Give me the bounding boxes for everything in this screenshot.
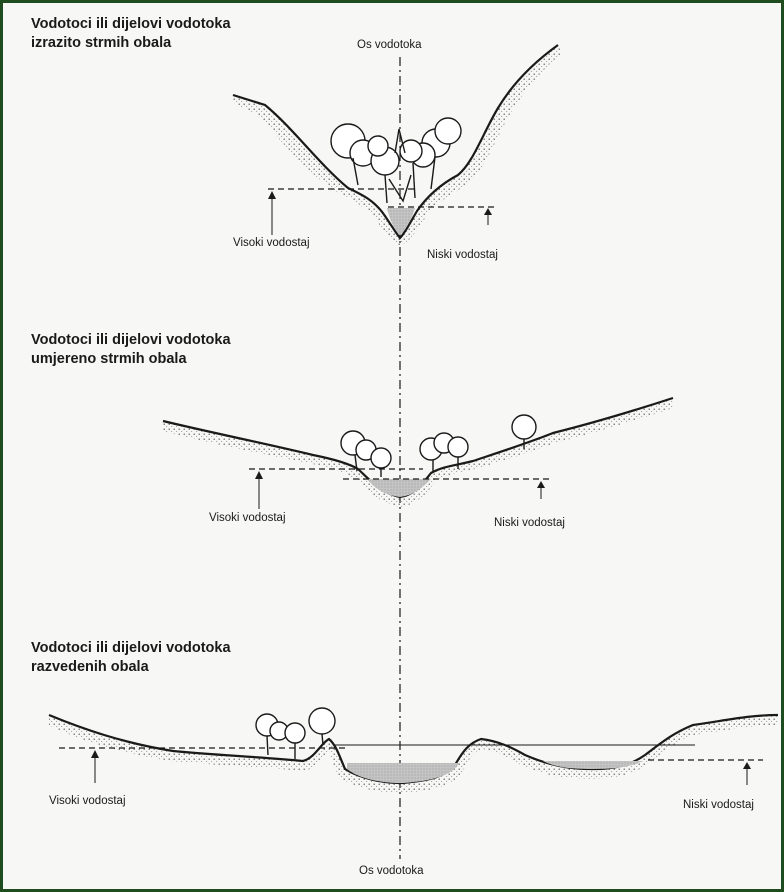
section-2-title: Vodotoci ili dijelovi vodotoka umjereno … — [31, 331, 231, 369]
axis-label-top: Os vodotoka — [357, 39, 422, 51]
section-2-high-water-arrow — [255, 471, 263, 479]
section-2-title-line1: Vodotoci ili dijelovi vodotoka — [31, 331, 231, 350]
section-3-title-line2: razvedenih obala — [31, 658, 231, 677]
section-3-profile — [49, 708, 778, 793]
section-3-high-water-arrow — [91, 750, 99, 758]
section-1-low-water-label: Niski vodostaj — [427, 249, 498, 261]
section-2-vegetation — [341, 415, 536, 477]
section-3-low-water-arrow — [743, 762, 751, 769]
section-2-title-line2: umjereno strmih obala — [31, 350, 231, 369]
section-2-low-water-arrow — [537, 481, 545, 488]
axis-label-bottom: Os vodotoka — [359, 865, 424, 877]
section-3-low-water-label: Niski vodostaj — [683, 799, 754, 811]
section-1-high-water-label: Visoki vodostaj — [233, 237, 310, 249]
section-2-high-water-label: Visoki vodostaj — [209, 512, 286, 524]
section-1-profile — [233, 45, 562, 246]
section-1-high-water-arrow — [268, 191, 276, 199]
section-3-title: Vodotoci ili dijelovi vodotoka razvedeni… — [31, 639, 231, 677]
section-1-title-line1: Vodotoci ili dijelovi vodotoka — [31, 15, 231, 34]
section-3-title-line1: Vodotoci ili dijelovi vodotoka — [31, 639, 231, 658]
section-1-title-line2: izrazito strmih obala — [31, 34, 231, 53]
section-2-profile — [163, 398, 673, 509]
section-2-low-water-label: Niski vodostaj — [494, 517, 565, 529]
river-cross-sections-drawing — [3, 3, 781, 889]
section-2-soil — [163, 398, 673, 507]
section-1-low-water-arrow — [484, 208, 492, 215]
section-1-title: Vodotoci ili dijelovi vodotoka izrazito … — [31, 15, 231, 53]
section-3-high-water-label: Visoki vodostaj — [49, 795, 126, 807]
